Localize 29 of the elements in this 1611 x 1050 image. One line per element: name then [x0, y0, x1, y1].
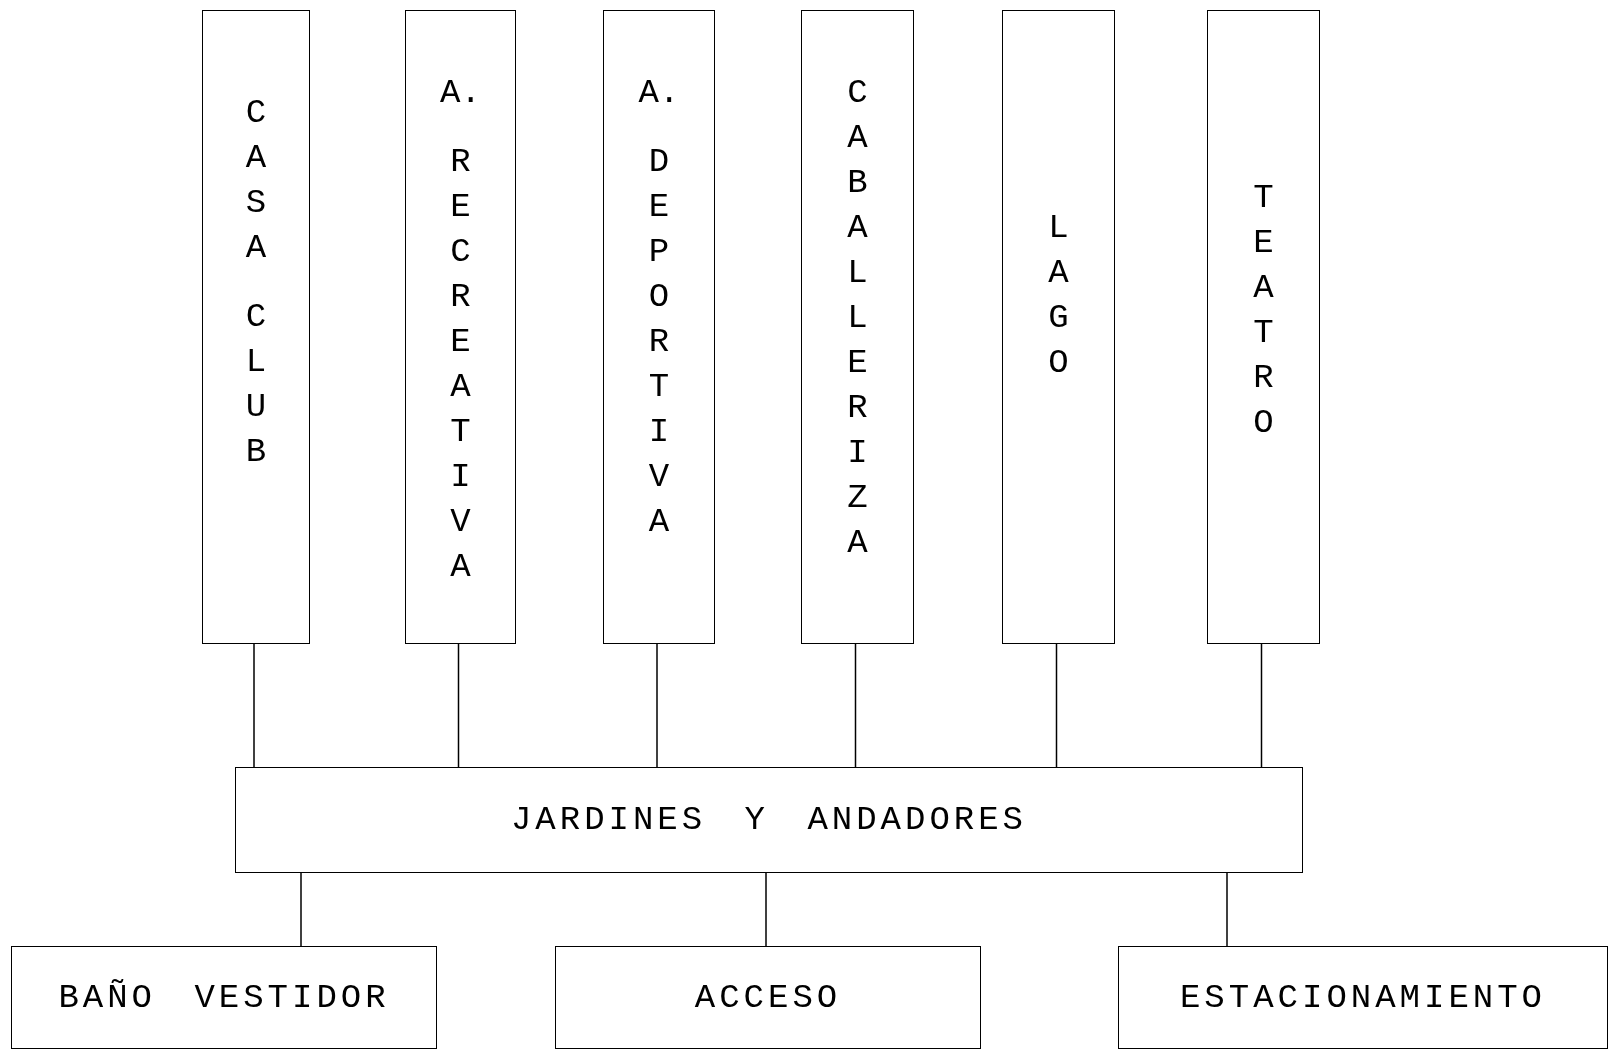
connector-line — [253, 643, 255, 768]
area-box — [1002, 10, 1115, 644]
box-label: ACCESO — [694, 978, 842, 1017]
connector-line — [1055, 643, 1058, 768]
box-label: ESTACIONAMIENTO — [1179, 978, 1547, 1017]
connector-line — [854, 643, 857, 768]
connector-line — [765, 872, 767, 947]
process-box — [11, 946, 437, 1049]
vertical-label: CASA CLUB — [245, 93, 267, 473]
vertical-label: TEATRO — [1253, 178, 1274, 444]
process-box — [1118, 946, 1608, 1049]
connector-line — [457, 643, 460, 768]
area-box — [202, 10, 310, 644]
vertical-label: LAGO — [1048, 208, 1069, 384]
area-box — [603, 10, 715, 644]
process-box — [555, 946, 981, 1049]
box-label: JARDINES Y ANDADORES — [510, 801, 1028, 839]
area-box — [801, 10, 914, 644]
connector-line — [1226, 872, 1228, 947]
process-box — [235, 767, 1303, 873]
box-label: BAÑO VESTIDOR — [58, 978, 390, 1017]
vertical-label: CABALLERIZA — [847, 73, 868, 564]
connector-line — [656, 643, 658, 768]
area-box — [405, 10, 516, 644]
vertical-label: A. RECREATIVA — [440, 73, 481, 588]
vertical-label: A. DEPORTIVA — [638, 73, 680, 543]
connector-line — [300, 872, 302, 947]
connector-line — [1260, 643, 1263, 768]
area-box — [1207, 10, 1320, 644]
